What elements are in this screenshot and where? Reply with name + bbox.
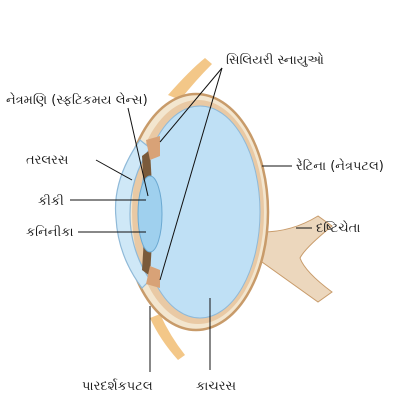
ciliary-body-lower: [146, 266, 160, 288]
pointer-lens: [127, 107, 149, 197]
optic-nerve-shape: [261, 215, 333, 303]
lens-shape: [137, 175, 163, 253]
pointer-aqueous: [95, 159, 133, 181]
lower-eye-muscle: [150, 314, 185, 360]
pointer-ciliary-b: [159, 67, 223, 281]
label-lens: નેત્રમણિ (સ્ફટિકમય લેન્સ): [6, 92, 148, 108]
ciliary-body-upper: [146, 136, 160, 160]
upper-eye-muscle: [168, 58, 212, 100]
pointer-ciliary-a: [159, 67, 223, 143]
pointer-lines: [70, 67, 312, 372]
label-iris: કીકી: [38, 193, 64, 209]
label-aqueous-humour: તરલરસ: [26, 153, 69, 168]
label-retina: રેટિના (નેત્રપટલ): [296, 158, 384, 174]
label-pupil: કનિનીકા: [26, 224, 74, 240]
label-ciliary-muscles: સિલિયરી સ્નાયુઓ: [226, 52, 324, 68]
label-optic-nerve: દષ્ટિચેતા: [316, 220, 360, 236]
label-cornea: પારદર્શકપટલ: [82, 378, 153, 394]
label-vitreous-humour: કાચરસ: [196, 379, 236, 394]
